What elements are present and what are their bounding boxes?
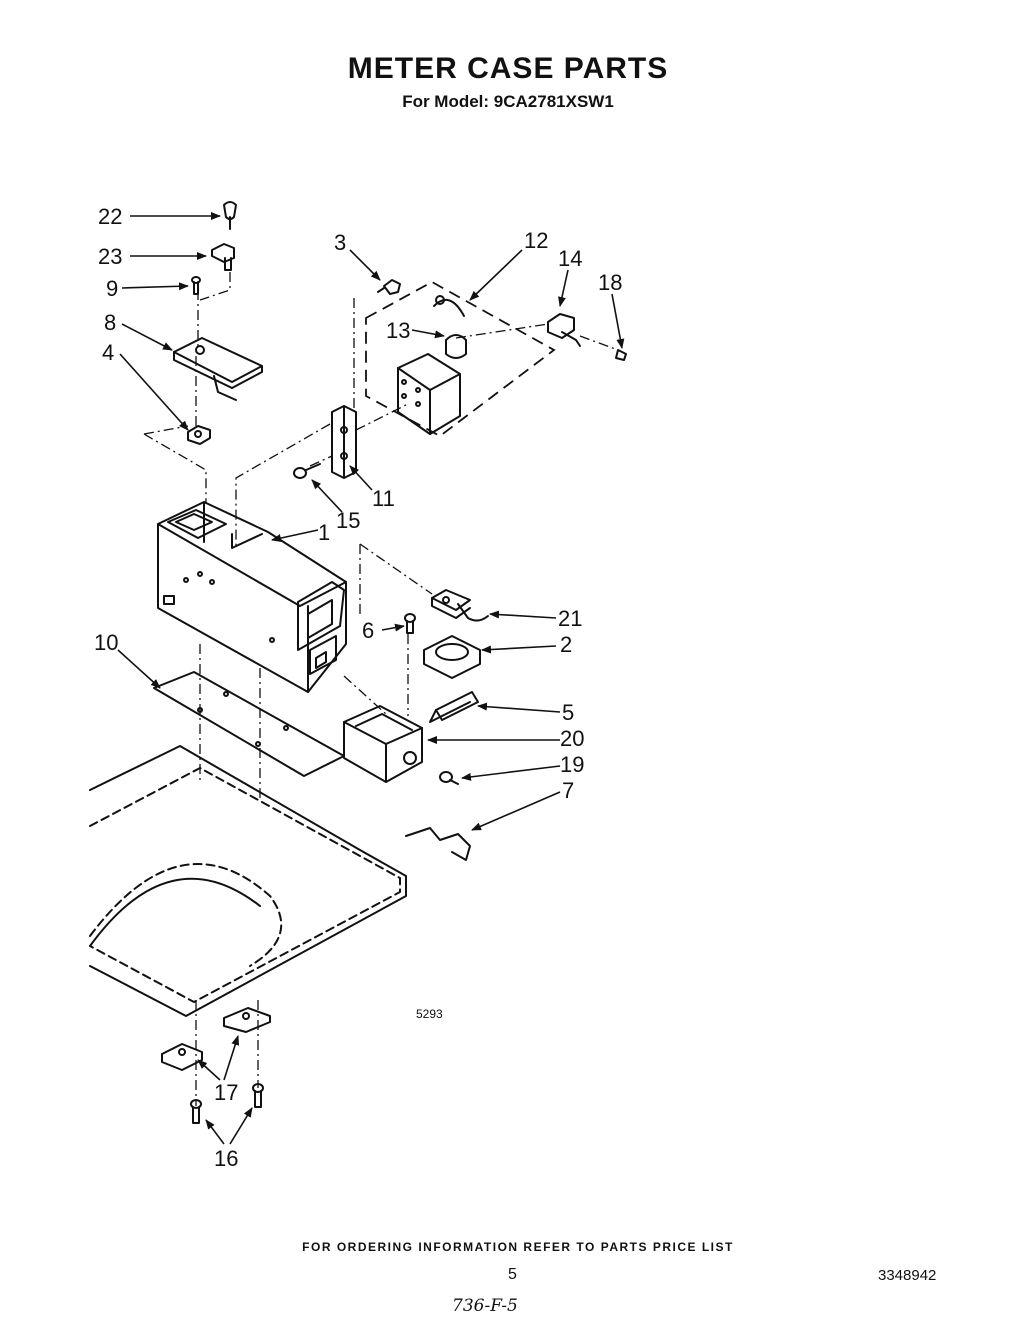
callout-3: 3 — [334, 230, 346, 255]
part-13-connector — [433, 295, 467, 359]
callout-5: 5 — [562, 700, 574, 725]
model-subtitle: For Model: 9CA2781XSW1 — [402, 92, 614, 111]
callout-1: 1 — [318, 520, 330, 545]
callout-22: 22 — [98, 204, 122, 229]
callout-14: 14 — [558, 246, 582, 271]
part-16-screws — [190, 1083, 264, 1124]
part-14-fitting — [547, 313, 581, 347]
part-9-screw — [191, 276, 201, 295]
part-17-brackets — [161, 1007, 271, 1071]
handwritten-mark: 736-F-5 — [452, 1296, 518, 1316]
callout-labels: 22 23 9 8 4 3 12 14 18 13 11 15 1 10 6 2… — [94, 204, 622, 1171]
callout-7: 7 — [562, 778, 574, 803]
part-12-assembly-outline — [365, 280, 556, 438]
part-5-actuator — [429, 691, 479, 723]
callout-4: 4 — [102, 340, 114, 365]
callout-2: 2 — [560, 632, 572, 657]
part-4-clip — [187, 425, 211, 445]
ordering-info-note: FOR ORDERING INFORMATION REFER TO PARTS … — [302, 1240, 734, 1254]
callout-15: 15 — [336, 508, 360, 533]
part-10-base-plate — [153, 671, 345, 777]
callout-6: 6 — [362, 618, 374, 643]
page-title: METER CASE PARTS — [347, 52, 669, 85]
part-12-timer-block — [397, 353, 461, 435]
part-18-screw — [615, 349, 627, 361]
assembly-guide-lines — [143, 272, 619, 1106]
leader-lines — [117, 212, 625, 1145]
callout-9: 9 — [106, 276, 118, 301]
part-2-holder — [423, 635, 481, 679]
part-11-strip — [331, 405, 357, 479]
part-15-screw — [293, 463, 321, 479]
callout-13: 13 — [386, 318, 410, 343]
callout-16: 16 — [214, 1146, 238, 1171]
callout-23: 23 — [98, 244, 122, 269]
callout-10: 10 — [94, 630, 118, 655]
part-22-knob — [223, 201, 237, 230]
callout-19: 19 — [560, 752, 584, 777]
callout-8: 8 — [104, 310, 116, 335]
callout-20: 20 — [560, 726, 584, 751]
part-6-screw — [404, 613, 416, 634]
callout-21: 21 — [558, 606, 582, 631]
page-number: 5 — [508, 1266, 517, 1283]
part-8-bracket — [173, 337, 263, 401]
callout-18: 18 — [598, 270, 622, 295]
part-19-screw — [439, 771, 459, 785]
part-23-fitting — [211, 243, 235, 271]
drawing-code: 5293 — [416, 1007, 443, 1021]
callout-12: 12 — [524, 228, 548, 253]
cabinet-top-frame — [89, 745, 407, 1017]
part-1-meter-case — [157, 501, 347, 693]
document-number: 3348942 — [878, 1267, 937, 1284]
part-7-clip — [405, 827, 471, 861]
part-21-bracket — [431, 589, 489, 622]
callout-11: 11 — [372, 486, 395, 511]
part-3-screw — [377, 279, 401, 295]
callout-17: 17 — [214, 1080, 238, 1105]
part-20-box — [343, 705, 423, 783]
